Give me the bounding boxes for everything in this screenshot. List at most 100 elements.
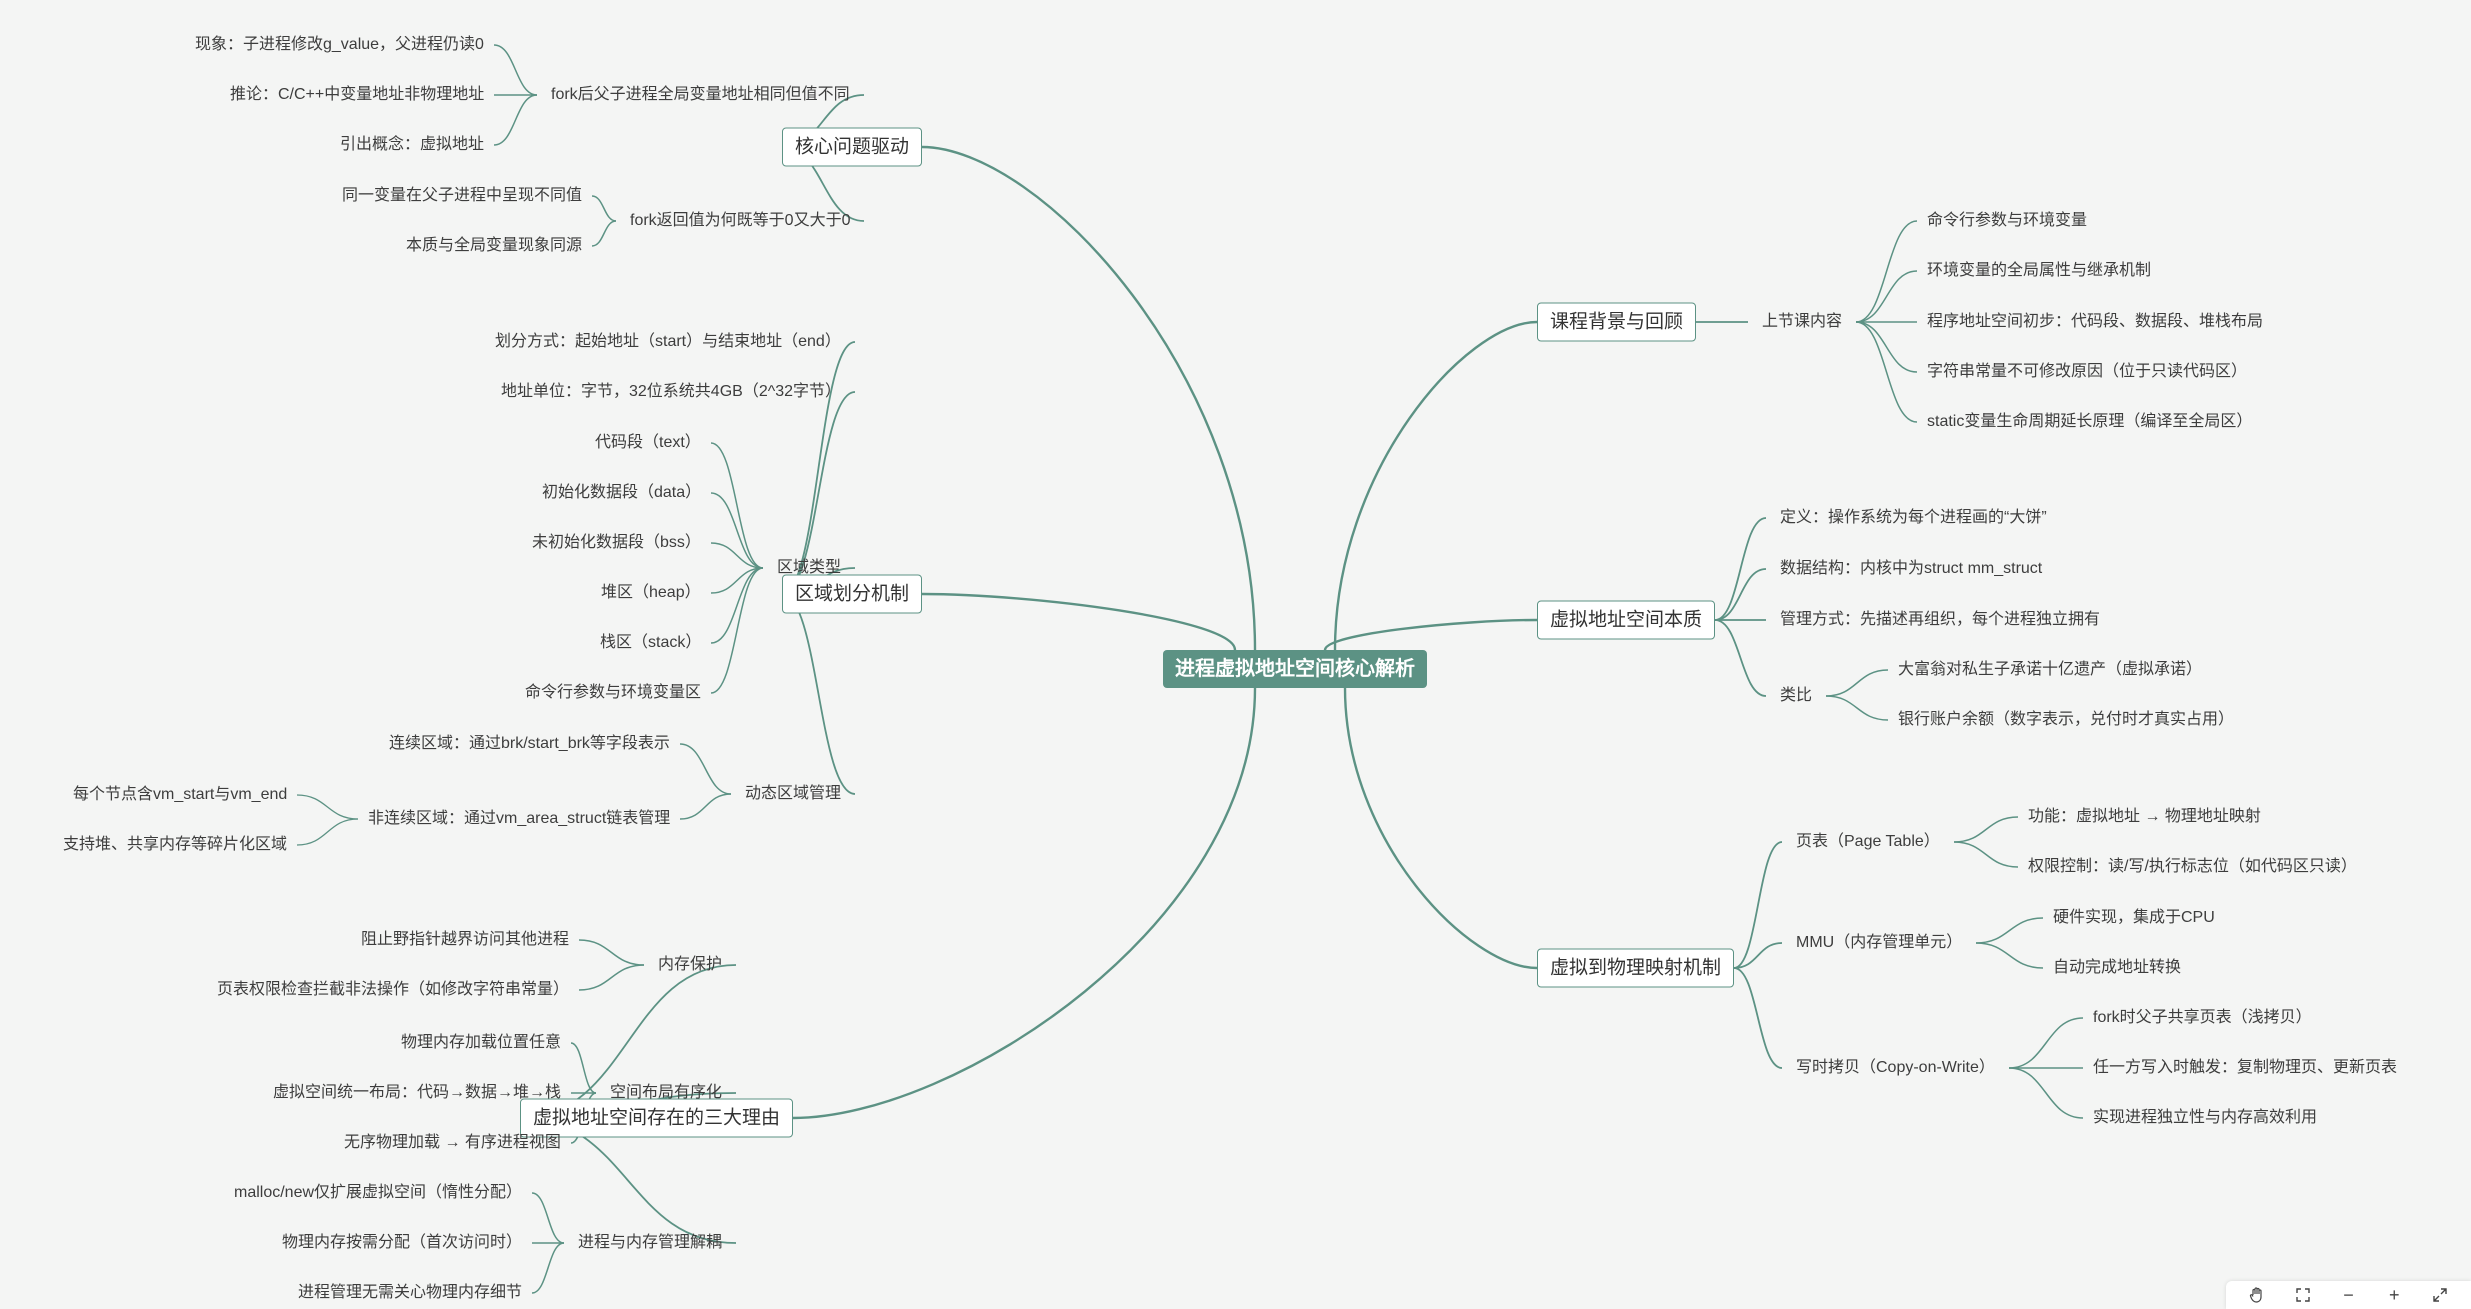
leaf-node-3-0-4[interactable]: static变量生命周期延长原理（编译至全局区） (1927, 413, 2253, 430)
topic-link-5-2 (1733, 967, 1783, 1069)
leaf-node-5-2-1[interactable]: 任一方写入时触发：复制物理页、更新页表 (2093, 1059, 2398, 1076)
leaf-link-5-0-1 (1953, 841, 2019, 868)
leaf-node-0-1-1[interactable]: 本质与全局变量现象同源 (406, 237, 583, 254)
leaf-node-3-0-1[interactable]: 环境变量的全局属性与继承机制 (1927, 262, 2152, 279)
root-link-3 (1333, 320, 1538, 651)
leaf-link-0-0-0 (493, 44, 538, 96)
leaf-node-1-3-0[interactable]: 连续区域：通过brk/start_brk等字段表示 (389, 735, 670, 752)
leaf-node-2-2-2[interactable]: 进程管理无需关心物理内存细节 (298, 1284, 523, 1301)
branch-node-1[interactable]: 区域划分机制 (782, 574, 923, 614)
topic-node-1-3[interactable]: 动态区域管理 (745, 785, 842, 802)
leaf-link-1-2-2 (710, 542, 764, 569)
topic-node-0-1[interactable]: fork返回值为何既等于0又大于0 (630, 212, 851, 229)
leaf-node-1-2-3[interactable]: 堆区（heap） (601, 584, 701, 601)
leaf-node-4-3-0[interactable]: 大富翁对私生子承诺十亿遗产（虚拟承诺） (1898, 661, 2203, 678)
leaf-node-2-0-1[interactable]: 页表权限检查拦截非法操作（如修改字符串常量） (217, 981, 570, 998)
leaf-node-0-0-0[interactable]: 现象：子进程修改g_value，父进程仍读0 (195, 36, 484, 53)
leaf-link-5-0-0 (1953, 816, 2019, 843)
topic-node-4-3[interactable]: 类比 (1780, 687, 1813, 704)
topic-node-1-2[interactable]: 区域类型 (777, 559, 842, 576)
topic-link-4-3 (1714, 619, 1767, 697)
leaf-node-5-2-0[interactable]: fork时父子共享页表（浅拷贝） (2093, 1009, 2312, 1026)
leaf-node-0-0-1[interactable]: 推论：C/C++中变量地址非物理地址 (230, 86, 485, 103)
topic-link-4-1 (1714, 568, 1767, 621)
topic-link-5-1 (1733, 942, 1783, 969)
leaf-link-5-2-0 (2008, 1017, 2084, 1069)
leaf-link-2-2-0 (531, 1192, 565, 1244)
topic-node-2-2[interactable]: 进程与内存管理解耦 (578, 1234, 723, 1251)
root-link-1 (921, 592, 1237, 651)
sub-leaf-link-1-3-1-1 (296, 818, 359, 846)
leaf-node-2-1-2[interactable]: 无序物理加载 → 有序进程视图 (344, 1134, 561, 1151)
topic-node-5-1[interactable]: MMU（内存管理单元） (1796, 934, 1963, 951)
leaf-node-2-2-1[interactable]: 物理内存按需分配（首次访问时） (282, 1234, 523, 1251)
leaf-node-2-2-0[interactable]: malloc/new仅扩展虚拟空间（惰性分配） (234, 1184, 523, 1201)
leaf-node-1-2-4[interactable]: 栈区（stack） (600, 634, 702, 651)
leaf-link-1-2-1 (710, 492, 764, 569)
leaf-node-2-0-0[interactable]: 阻止野指针越界访问其他进程 (361, 931, 570, 948)
leaf-node-3-0-2[interactable]: 程序地址空间初步：代码段、数据段、堆栈布局 (1927, 313, 2264, 330)
branch-node-0[interactable]: 核心问题驱动 (782, 127, 923, 167)
leaf-node-3-0-0[interactable]: 命令行参数与环境变量 (1927, 212, 2088, 229)
branch-node-5[interactable]: 虚拟到物理映射机制 (1537, 948, 1735, 988)
leaf-link-1-2-3 (710, 567, 764, 594)
zoom-out-button[interactable]: − (2343, 1284, 2354, 1305)
leaf-link-5-1-1 (1975, 942, 2044, 969)
topic-node-3-0[interactable]: 上节课内容 (1762, 313, 1843, 330)
topic-node-2-1[interactable]: 空间布局有序化 (610, 1084, 723, 1101)
leaf-node-1-2-0[interactable]: 代码段（text） (595, 434, 701, 451)
leaf-link-3-0-1 (1855, 270, 1918, 323)
topic-node-1-1[interactable]: 地址单位：字节，32位系统共4GB（2^32字节） (501, 383, 842, 400)
root-link-0 (921, 145, 1257, 651)
leaf-node-2-1-0[interactable]: 物理内存加载位置任意 (401, 1034, 562, 1051)
leaf-node-0-1-0[interactable]: 同一变量在父子进程中呈现不同值 (342, 187, 583, 204)
zoom-in-button[interactable]: + (2389, 1284, 2400, 1305)
branch-node-4[interactable]: 虚拟地址空间本质 (1537, 600, 1716, 640)
leaf-node-1-2-5[interactable]: 命令行参数与环境变量区 (525, 684, 702, 701)
leaf-node-5-0-1[interactable]: 权限控制：读/写/执行标志位（如代码区只读） (2028, 858, 2357, 875)
topic-node-4-2[interactable]: 管理方式：先描述再组织，每个进程独立拥有 (1780, 611, 2101, 628)
topic-node-5-0[interactable]: 页表（Page Table） (1796, 833, 1940, 850)
topic-node-2-0[interactable]: 内存保护 (658, 956, 723, 973)
leaf-link-4-3-0 (1825, 669, 1889, 697)
leaf-link-1-3-1 (679, 793, 732, 820)
root-link-2 (792, 687, 1257, 1120)
leaf-node-0-0-2[interactable]: 引出概念：虚拟地址 (340, 136, 485, 153)
root-node[interactable]: 进程虚拟地址空间核心解析 (1163, 650, 1427, 688)
branch-node-3[interactable]: 课程背景与回顾 (1537, 302, 1697, 342)
fit-screen-icon[interactable] (2291, 1284, 2315, 1306)
topic-node-1-0[interactable]: 划分方式：起始地址（start）与结束地址（end） (495, 333, 841, 350)
root-link-5 (1343, 687, 1538, 970)
sub-leaf-node-1-3-1-0[interactable]: 每个节点含vm_start与vm_end (73, 786, 288, 803)
topic-node-0-0[interactable]: fork后父子进程全局变量地址相同但值不同 (551, 86, 850, 103)
zoom-toolbar: − + (2226, 1281, 2471, 1309)
leaf-node-1-2-1[interactable]: 初始化数据段（data） (542, 484, 702, 501)
leaf-link-5-1-0 (1975, 917, 2044, 944)
leaf-node-1-3-1[interactable]: 非连续区域：通过vm_area_struct链表管理 (368, 810, 671, 827)
leaf-link-1-2-5 (710, 567, 764, 694)
leaf-link-2-0-0 (578, 939, 645, 966)
leaf-link-1-2-0 (710, 442, 764, 569)
leaf-node-5-1-1[interactable]: 自动完成地址转换 (2053, 959, 2182, 976)
branch-node-2[interactable]: 虚拟地址空间存在的三大理由 (520, 1098, 794, 1138)
topic-node-4-1[interactable]: 数据结构：内核中为struct mm_struct (1780, 560, 2043, 577)
leaf-link-0-0-2 (493, 94, 538, 146)
leaf-node-5-0-0[interactable]: 功能：虚拟地址 → 物理地址映射 (2028, 808, 2261, 825)
sub-leaf-node-1-3-1-1[interactable]: 支持堆、共享内存等碎片化区域 (63, 836, 288, 853)
fullscreen-icon[interactable] (2428, 1284, 2452, 1306)
leaf-link-5-2-2 (2008, 1067, 2084, 1119)
leaf-node-4-3-1[interactable]: 银行账户余额（数字表示，兑付时才真实占用） (1898, 711, 2235, 728)
hand-icon[interactable] (2245, 1284, 2269, 1306)
leaf-node-5-2-2[interactable]: 实现进程独立性与内存高效利用 (2093, 1109, 2318, 1126)
leaf-node-3-0-3[interactable]: 字符串常量不可修改原因（位于只读代码区） (1927, 363, 2248, 380)
topic-link-4-0 (1714, 517, 1767, 621)
root-link-4 (1323, 618, 1538, 651)
leaf-node-1-2-2[interactable]: 未初始化数据段（bss） (532, 534, 701, 551)
sub-leaf-link-1-3-1-0 (296, 794, 359, 820)
leaf-node-5-1-0[interactable]: 硬件实现，集成于CPU (2053, 909, 2215, 926)
leaf-link-2-2-2 (531, 1242, 565, 1294)
topic-node-5-2[interactable]: 写时拷贝（Copy-on-Write） (1796, 1059, 1995, 1076)
leaf-node-2-1-1[interactable]: 虚拟空间统一布局：代码→数据→堆→栈 (273, 1084, 562, 1101)
topic-node-4-0[interactable]: 定义：操作系统为每个进程画的“大饼” (1780, 509, 2047, 526)
